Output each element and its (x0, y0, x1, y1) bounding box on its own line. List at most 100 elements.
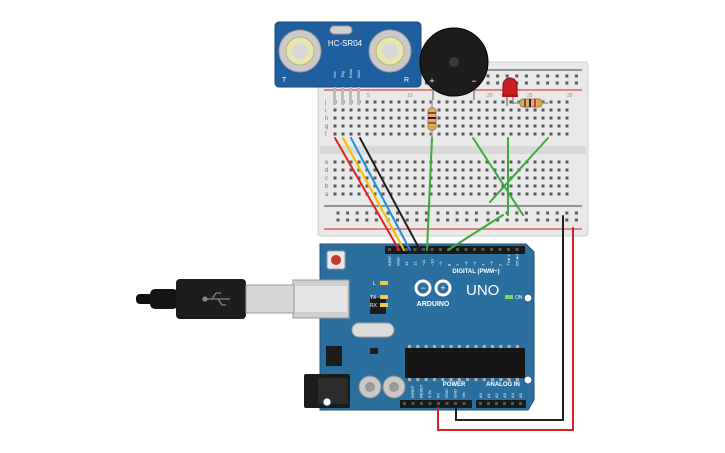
breadboard-hole[interactable] (509, 100, 513, 104)
breadboard-hole[interactable] (525, 168, 529, 172)
breadboard-hole[interactable] (437, 124, 441, 128)
breadboard-hole[interactable] (541, 160, 545, 164)
breadboard-hole[interactable] (381, 108, 385, 112)
breadboard-hole[interactable] (437, 116, 441, 120)
breadboard-hole[interactable] (421, 192, 425, 196)
breadboard-hole[interactable] (397, 124, 401, 128)
breadboard-hole[interactable] (341, 108, 345, 112)
breadboard-hole[interactable] (557, 184, 561, 188)
rail-hole[interactable] (415, 211, 419, 215)
breadboard-hole[interactable] (357, 108, 361, 112)
digital-header-pin[interactable] (515, 248, 519, 251)
breadboard-hole[interactable] (509, 192, 513, 196)
rail-hole[interactable] (546, 74, 550, 78)
breadboard-hole[interactable] (501, 124, 505, 128)
breadboard-hole[interactable] (509, 160, 513, 164)
rail-hole[interactable] (574, 211, 578, 215)
breadboard-hole[interactable] (333, 108, 337, 112)
breadboard-hole[interactable] (453, 192, 457, 196)
rail-hole[interactable] (524, 74, 528, 78)
breadboard-hole[interactable] (357, 124, 361, 128)
breadboard-hole[interactable] (517, 160, 521, 164)
breadboard-hole[interactable] (381, 100, 385, 104)
rail-hole[interactable] (546, 81, 550, 85)
breadboard-hole[interactable] (397, 100, 401, 104)
breadboard-hole[interactable] (549, 176, 553, 180)
breadboard-hole[interactable] (453, 176, 457, 180)
rail-hole[interactable] (524, 81, 528, 85)
breadboard-hole[interactable] (445, 168, 449, 172)
breadboard-hole[interactable] (525, 176, 529, 180)
breadboard-hole[interactable] (389, 100, 393, 104)
breadboard-hole[interactable] (549, 108, 553, 112)
breadboard-hole[interactable] (413, 192, 417, 196)
breadboard-hole[interactable] (493, 184, 497, 188)
breadboard-hole[interactable] (453, 184, 457, 188)
power-header-pin[interactable] (411, 402, 415, 405)
breadboard-hole[interactable] (405, 184, 409, 188)
breadboard-hole[interactable] (413, 116, 417, 120)
breadboard-hole[interactable] (445, 100, 449, 104)
rail-hole[interactable] (374, 218, 378, 222)
breadboard-hole[interactable] (453, 100, 457, 104)
breadboard-hole[interactable] (365, 132, 369, 136)
breadboard-hole[interactable] (533, 192, 537, 196)
breadboard-hole[interactable] (381, 168, 385, 172)
power-header-pin[interactable] (428, 402, 432, 405)
breadboard-hole[interactable] (453, 160, 457, 164)
breadboard-hole[interactable] (357, 192, 361, 196)
breadboard-hole[interactable] (365, 176, 369, 180)
breadboard-hole[interactable] (429, 132, 433, 136)
breadboard-hole[interactable] (549, 124, 553, 128)
breadboard-hole[interactable] (533, 132, 537, 136)
breadboard-hole[interactable] (413, 184, 417, 188)
digital-header-pin[interactable] (498, 248, 502, 251)
breadboard-hole[interactable] (405, 160, 409, 164)
analog-header-pin[interactable] (519, 402, 522, 405)
breadboard-hole[interactable] (349, 116, 353, 120)
breadboard-hole[interactable] (501, 192, 505, 196)
breadboard-hole[interactable] (493, 168, 497, 172)
breadboard-hole[interactable] (493, 160, 497, 164)
breadboard-hole[interactable] (549, 100, 553, 104)
breadboard-hole[interactable] (557, 124, 561, 128)
breadboard-hole[interactable] (565, 192, 569, 196)
breadboard-hole[interactable] (397, 184, 401, 188)
rail-hole[interactable] (455, 211, 459, 215)
breadboard-hole[interactable] (549, 184, 553, 188)
breadboard-hole[interactable] (341, 192, 345, 196)
breadboard-hole[interactable] (389, 160, 393, 164)
breadboard-hole[interactable] (565, 184, 569, 188)
breadboard-hole[interactable] (565, 100, 569, 104)
breadboard-hole[interactable] (381, 192, 385, 196)
rail-hole[interactable] (474, 218, 478, 222)
breadboard-hole[interactable] (421, 168, 425, 172)
breadboard-hole[interactable] (501, 132, 505, 136)
rail-hole[interactable] (474, 211, 478, 215)
breadboard-hole[interactable] (509, 124, 513, 128)
breadboard-hole[interactable] (381, 184, 385, 188)
breadboard-hole[interactable] (445, 124, 449, 128)
breadboard-hole[interactable] (493, 116, 497, 120)
breadboard-hole[interactable] (365, 124, 369, 128)
breadboard-hole[interactable] (421, 116, 425, 120)
digital-header-pin[interactable] (439, 248, 442, 251)
breadboard-hole[interactable] (341, 124, 345, 128)
breadboard-hole[interactable] (485, 184, 489, 188)
rail-hole[interactable] (565, 211, 569, 215)
breadboard-hole[interactable] (461, 116, 465, 120)
breadboard-hole[interactable] (477, 168, 481, 172)
breadboard-hole[interactable] (485, 108, 489, 112)
breadboard-hole[interactable] (421, 100, 425, 104)
breadboard-hole[interactable] (541, 132, 545, 136)
breadboard-hole[interactable] (533, 184, 537, 188)
breadboard-hole[interactable] (453, 108, 457, 112)
breadboard-hole[interactable] (365, 116, 369, 120)
breadboard-hole[interactable] (341, 176, 345, 180)
breadboard-hole[interactable] (405, 168, 409, 172)
rail-hole[interactable] (515, 218, 519, 222)
breadboard-hole[interactable] (405, 132, 409, 136)
breadboard-hole[interactable] (405, 124, 409, 128)
breadboard-hole[interactable] (517, 100, 521, 104)
breadboard-hole[interactable] (373, 116, 377, 120)
